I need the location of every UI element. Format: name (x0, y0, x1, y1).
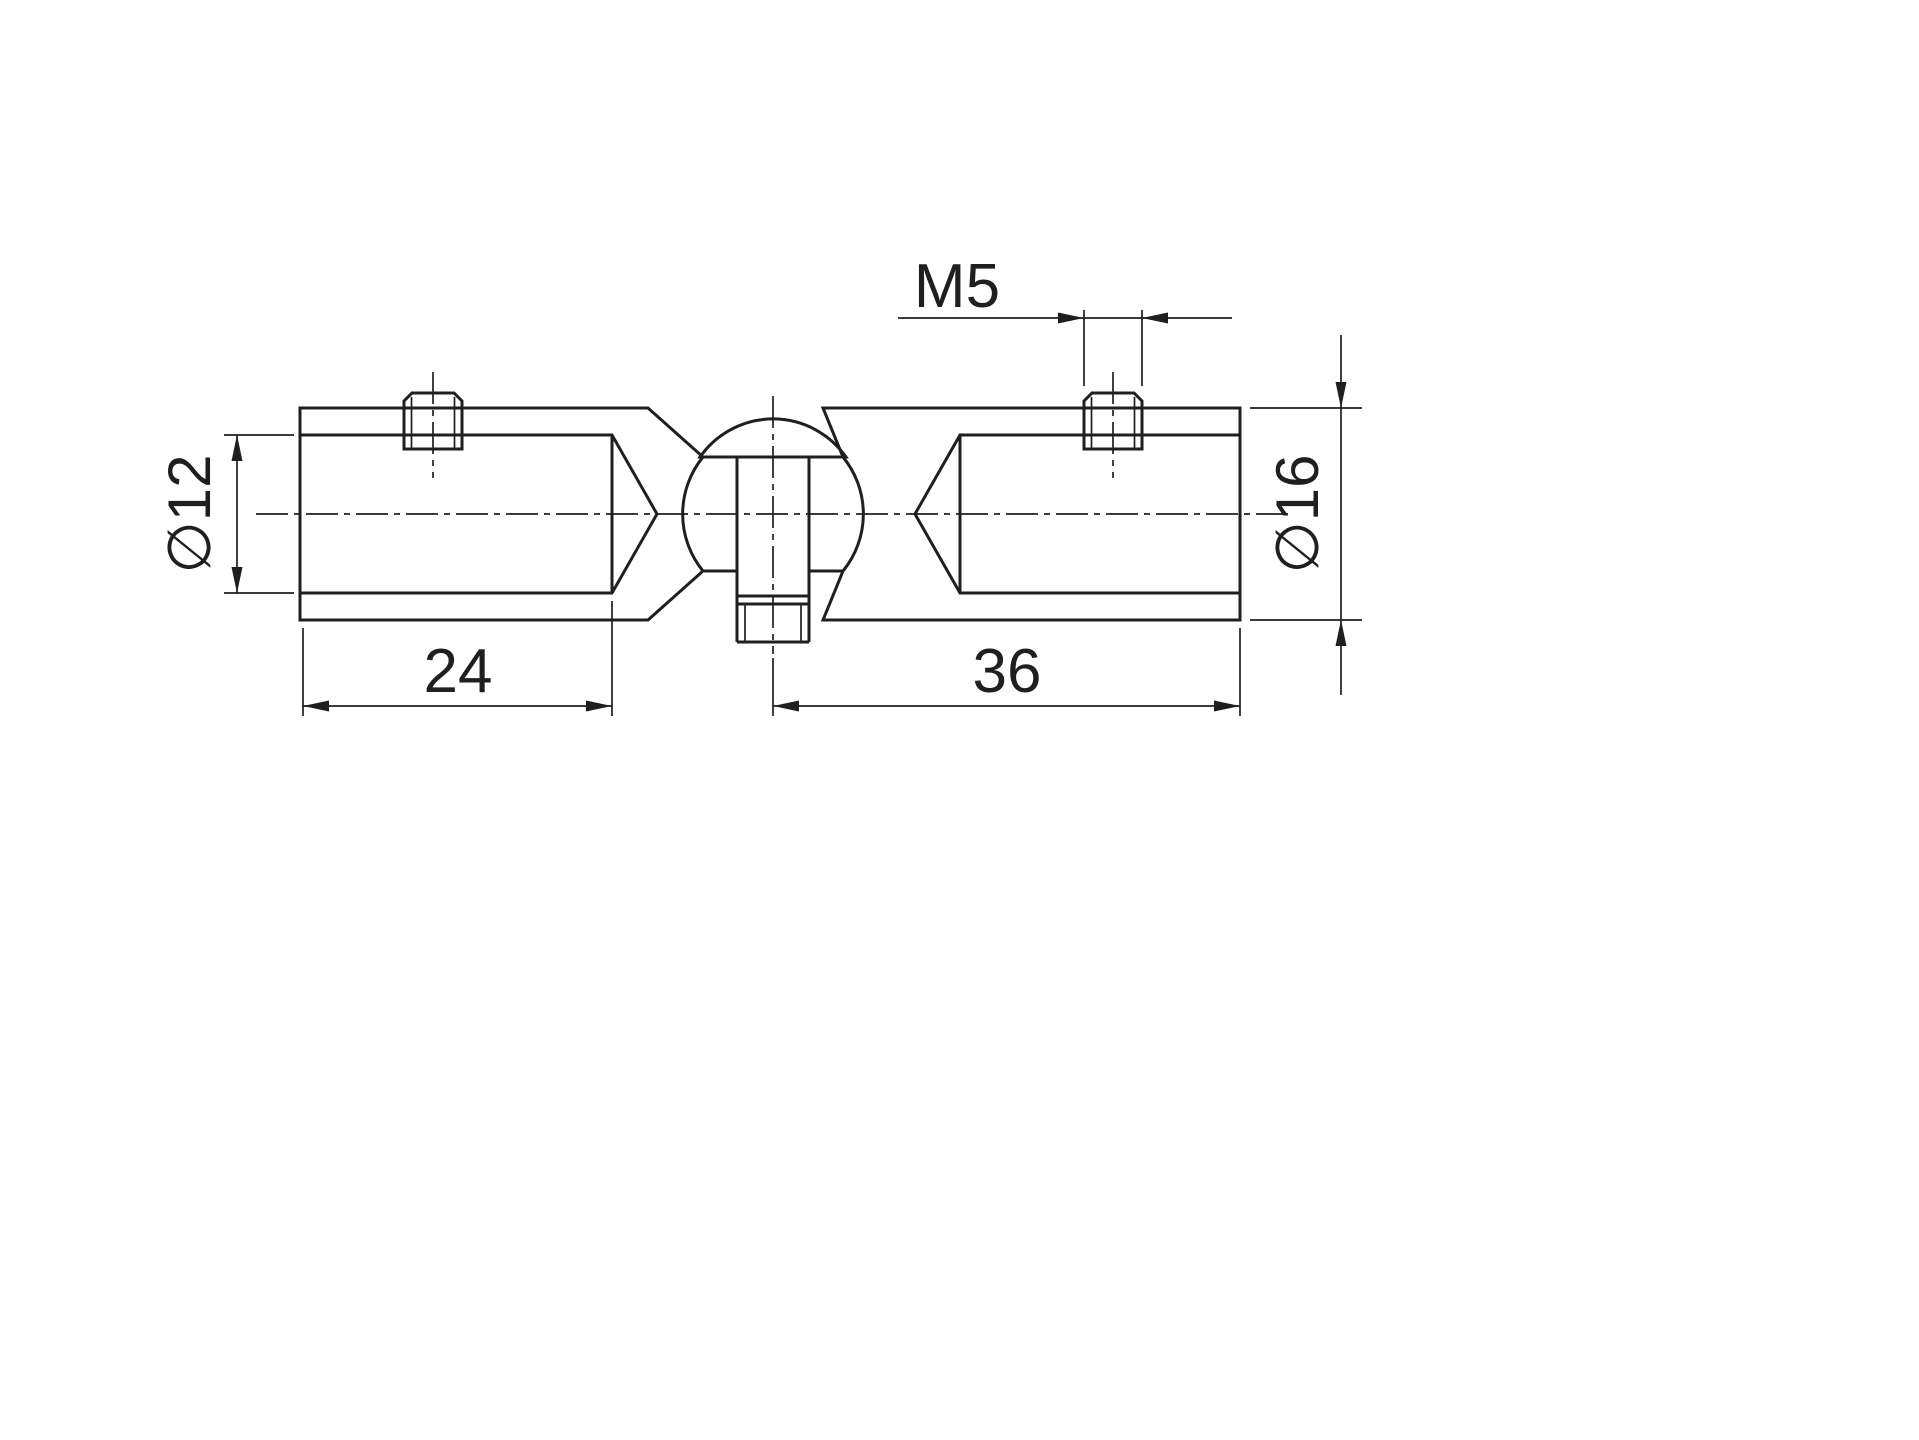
right-set-screw-body (1082, 391, 1144, 451)
right-sleeve-section (820, 406, 1242, 622)
dim-label-bore-diameter: ∅12 (156, 454, 223, 573)
arrowhead (586, 700, 612, 712)
dim-left-length: 24 (302, 601, 613, 716)
dim-label-m5: M5 (914, 252, 1000, 321)
screw-dome-head (697, 417, 849, 459)
dim-right-length: 36 (772, 628, 1241, 716)
arrowhead (231, 567, 243, 593)
right-set-screw (1082, 391, 1144, 451)
dim-bore-diameter: ∅12 (156, 434, 294, 594)
dim-m5: M5 (898, 252, 1232, 386)
dim-label-right-length: 36 (973, 637, 1042, 706)
dim-outer-diameter: ∅16 (1250, 335, 1362, 695)
dim-label-outer-diameter: ∅16 (1264, 454, 1331, 573)
arrowhead (303, 700, 329, 712)
arrowhead (1335, 382, 1347, 408)
arrowhead (1214, 700, 1240, 712)
arrowhead (1142, 312, 1168, 324)
centerlines (256, 372, 1288, 654)
arrowhead (1335, 620, 1347, 646)
arrowhead (1058, 312, 1084, 324)
dim-label-left-length: 24 (424, 637, 493, 706)
arrowhead (773, 700, 799, 712)
left-sleeve-section (298, 406, 706, 622)
left-set-screw-body (402, 391, 464, 451)
arrowhead (231, 435, 243, 461)
left-set-screw (402, 391, 464, 451)
